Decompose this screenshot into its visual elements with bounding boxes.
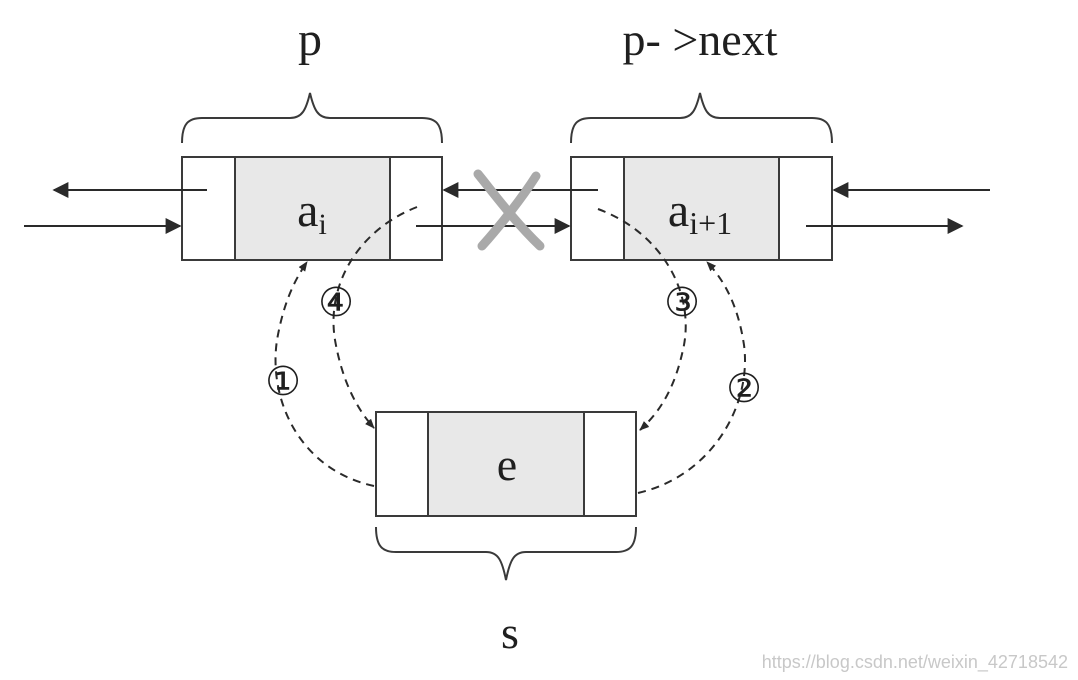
node-e-label: e	[497, 439, 517, 490]
node-ai1-label: ai+1	[668, 184, 732, 241]
node-ai1: ai+1	[570, 156, 833, 261]
dashed-arrow-step4	[332, 206, 418, 429]
brace-s	[375, 526, 637, 581]
step-4-label: ④	[318, 280, 354, 325]
step-2-label: ②	[726, 366, 762, 411]
node-e: e	[375, 411, 637, 517]
label-p-next: p- >next	[623, 14, 778, 65]
step-1-label: ①	[265, 359, 301, 404]
label-p: p	[298, 13, 322, 66]
brace-p-next	[570, 92, 833, 144]
node-ai: ai	[181, 156, 443, 261]
label-s: s	[501, 607, 519, 658]
dashed-arrow-step3	[597, 208, 687, 431]
brace-p	[181, 92, 443, 144]
dashed-arrow-step1	[274, 261, 375, 487]
node-ai-label: ai	[297, 184, 327, 241]
step-3-label: ③	[664, 280, 700, 325]
watermark: https://blog.csdn.net/weixin_42718542	[762, 652, 1068, 673]
cross-mark	[473, 169, 545, 251]
